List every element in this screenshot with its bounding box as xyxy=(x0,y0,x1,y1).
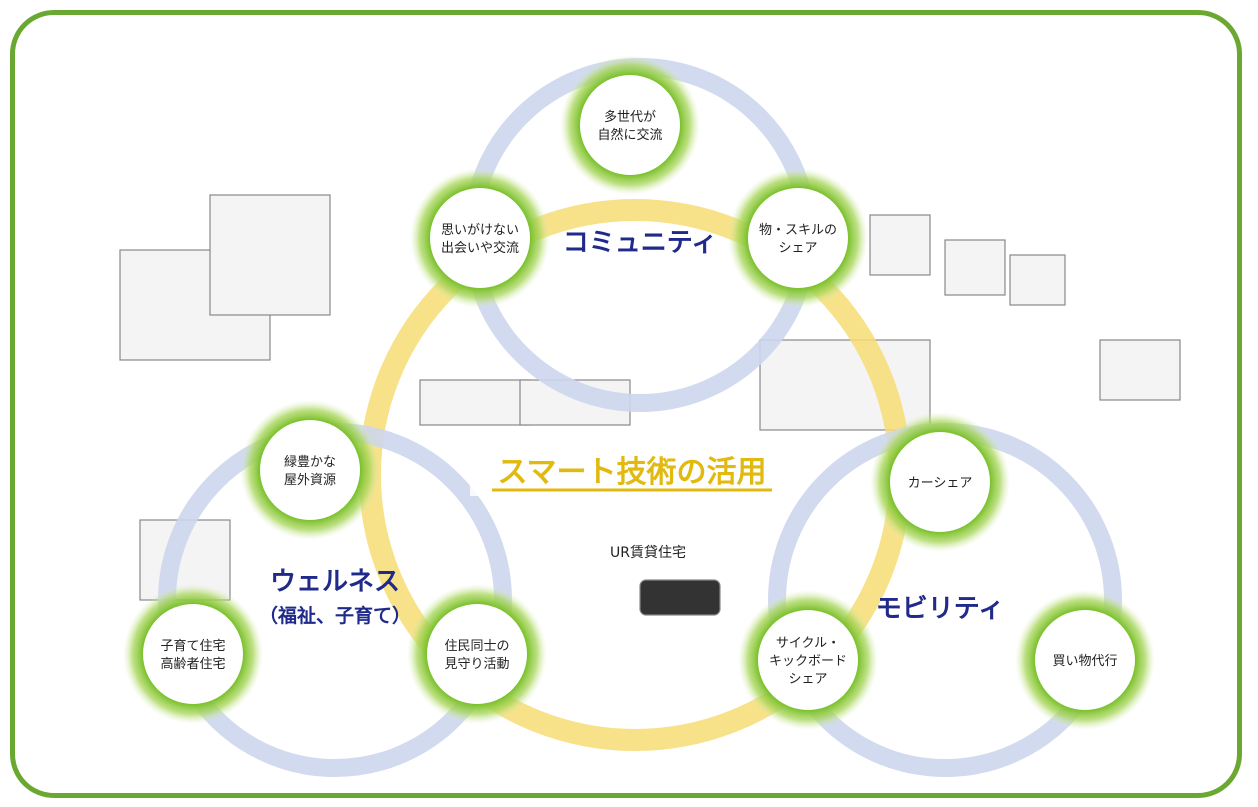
node-inner xyxy=(580,75,680,175)
node-label: シェア xyxy=(788,672,827,687)
node-inner xyxy=(748,188,848,288)
node-label: サイクル・ xyxy=(776,636,840,651)
apartment-block-left-rear xyxy=(209,194,331,316)
bus-icon xyxy=(639,579,721,616)
node-inner xyxy=(143,604,243,704)
node-label: 高齢者住宅 xyxy=(160,656,225,672)
apartment-block-right-2 xyxy=(944,239,1006,296)
node-label: 買い物代行 xyxy=(1052,654,1117,669)
node-label: 屋外資源 xyxy=(284,473,336,488)
node-label: 住民同士の xyxy=(444,639,509,654)
apartment-block-right-3 xyxy=(1009,254,1066,306)
node-layer: 多世代が自然に交流思いがけない出会いや交流物・スキルのシェア緑豊かな屋外資源子育… xyxy=(123,55,1155,730)
node-label: 自然に交流 xyxy=(597,127,662,143)
node-inner xyxy=(260,420,360,520)
node-inner xyxy=(1035,610,1135,710)
node-carshare: カーシェア xyxy=(870,412,1010,552)
node-label: 出会いや交流 xyxy=(441,240,519,256)
center-label-backdrop xyxy=(470,440,790,496)
node-inner xyxy=(890,432,990,532)
node-inner xyxy=(758,610,858,710)
node-shopping: 買い物代行 xyxy=(1015,590,1155,730)
house-cluster-right xyxy=(1099,339,1181,401)
wellness-title: ウェルネス xyxy=(270,567,400,597)
mobility-title: モビリティ xyxy=(876,594,1004,624)
apartment-block-right-1 xyxy=(869,214,931,276)
ur-housing-1 xyxy=(419,379,531,426)
node-inner xyxy=(430,188,530,288)
node-label: 物・スキルの xyxy=(759,223,837,238)
node-label: 緑豊かな xyxy=(284,455,336,470)
node-inner xyxy=(427,604,527,704)
node-label: 見守り活動 xyxy=(444,657,509,672)
node-label: カーシェア xyxy=(908,476,973,491)
community-title: コミュニティ xyxy=(563,228,717,258)
wellness-subtitle: （福祉、子育て） xyxy=(259,604,411,627)
node-label: 思いがけない xyxy=(441,223,519,238)
ur-label: UR賃貸住宅 xyxy=(610,545,686,561)
node-label: キックボード xyxy=(769,654,847,669)
diagram-frame xyxy=(10,10,1242,798)
center-label: スマート技術の活用 xyxy=(497,455,766,490)
node-label: シェア xyxy=(778,241,817,256)
town-illustration xyxy=(119,194,1181,616)
node-label: 多世代が xyxy=(604,109,656,125)
node-label: 子育て住宅 xyxy=(160,638,225,654)
